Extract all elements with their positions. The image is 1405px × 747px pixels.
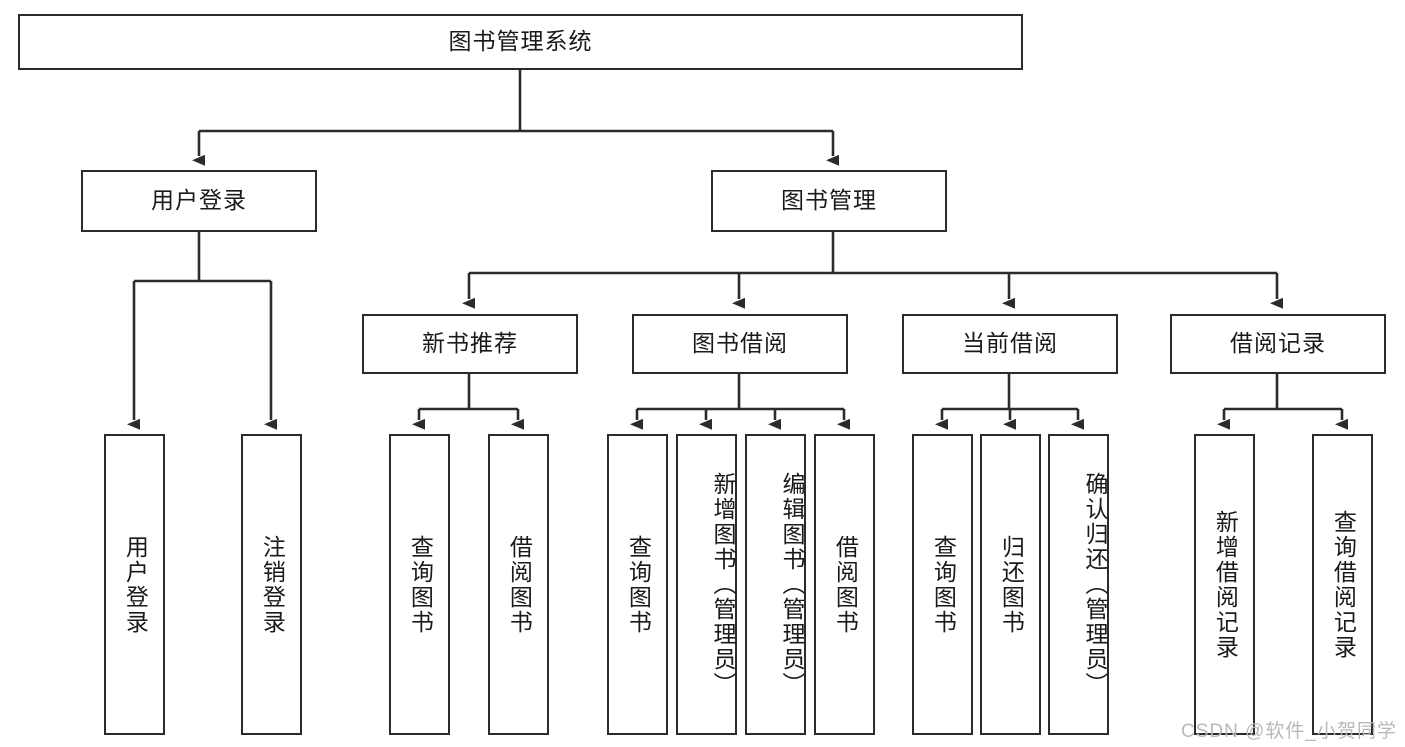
node-label: 查询图书	[930, 534, 957, 635]
node-label: 用户登录	[151, 187, 247, 214]
leaf-return-book[interactable]: 归还图书	[980, 434, 1041, 735]
node-label: 查询图书	[407, 534, 434, 635]
leaf-confirm-return-admin[interactable]: 确认归还（管理员）	[1048, 434, 1109, 735]
node-label: 图书管理	[781, 187, 877, 214]
node-label: 用户登录	[122, 534, 149, 635]
node-borrow-record[interactable]: 借阅记录	[1170, 314, 1386, 374]
leaf-user-logout[interactable]: 注销登录	[241, 434, 302, 735]
node-book-borrow[interactable]: 图书借阅	[632, 314, 848, 374]
leaf-book-edit-admin[interactable]: 编辑图书（管理员）	[745, 434, 806, 735]
node-label: 借阅记录	[1230, 330, 1326, 357]
node-label: 查询借阅记录	[1330, 509, 1357, 660]
leaf-query-borrow-record[interactable]: 查询借阅记录	[1312, 434, 1373, 735]
node-label: 借阅图书	[832, 534, 859, 635]
leaf-user-login[interactable]: 用户登录	[104, 434, 165, 735]
node-user-login[interactable]: 用户登录	[81, 170, 317, 232]
leaf-book-borrow-action[interactable]: 借阅图书	[814, 434, 875, 735]
leaf-current-borrow-query[interactable]: 查询图书	[912, 434, 973, 735]
node-label: 归还图书	[998, 534, 1025, 635]
leaf-book-borrow-query[interactable]: 查询图书	[607, 434, 668, 735]
node-label: 当前借阅	[962, 330, 1058, 357]
node-label: 注销登录	[259, 534, 286, 635]
node-label: 新书推荐	[422, 330, 518, 357]
node-label: 新增借阅记录	[1212, 509, 1239, 660]
node-label: 借阅图书	[506, 534, 533, 635]
node-label: 查询图书	[625, 534, 652, 635]
leaf-new-book-borrow[interactable]: 借阅图书	[488, 434, 549, 735]
leaf-new-book-query[interactable]: 查询图书	[389, 434, 450, 735]
node-new-book-recommend[interactable]: 新书推荐	[362, 314, 578, 374]
node-label: 确认归还（管理员）	[1082, 472, 1108, 697]
node-label: 新增图书（管理员）	[710, 472, 736, 697]
node-label: 编辑图书（管理员）	[779, 472, 805, 697]
node-current-borrow[interactable]: 当前借阅	[902, 314, 1118, 374]
leaf-add-borrow-record[interactable]: 新增借阅记录	[1194, 434, 1255, 735]
node-book-management[interactable]: 图书管理	[711, 170, 947, 232]
node-root-book-management-system[interactable]: 图书管理系统	[18, 14, 1023, 70]
leaf-book-add-admin[interactable]: 新增图书（管理员）	[676, 434, 737, 735]
node-label: 图书借阅	[692, 330, 788, 357]
node-label: 图书管理系统	[448, 28, 593, 55]
